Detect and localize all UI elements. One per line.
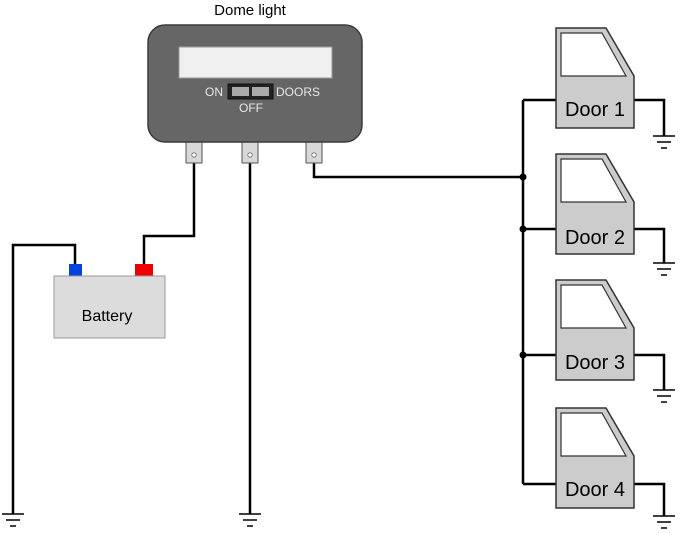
ground-symbol-door-1 [653,135,675,149]
door-3: Door 3 [555,279,635,381]
junction-dot [519,351,527,359]
door-4: Door 4 [555,407,635,509]
wire-door-2-ground [634,227,666,263]
junction-dot [519,173,527,181]
wires [11,98,666,516]
wire-door-1-ground [634,98,666,136]
dome-light-title: Dome light [214,2,287,19]
door-label: Door 1 [565,99,625,121]
dome-terminal-center [241,140,259,164]
wire-battery-positive [142,162,196,265]
battery-label: Battery [82,308,133,325]
switch-knob-left[interactable] [232,87,249,96]
battery-body [53,275,166,339]
door-label: Door 4 [565,479,625,501]
switch-doors-label: DOORS [276,85,320,99]
terminal-hole [191,152,197,158]
dome-light-lens [178,46,333,79]
wire-door-4-ground [634,482,666,516]
door-window [560,158,628,203]
junction-dot [519,225,527,233]
dome-terminal-right [305,140,323,164]
door-label: Door 3 [565,352,625,374]
battery-negative-terminal [69,264,82,276]
ground-symbol-dome [239,513,261,527]
door-label: Door 2 [565,227,625,249]
switch-on-label: ON [205,85,223,99]
wire-dome-doors [312,162,523,179]
door-window [560,412,628,457]
terminal-hole [311,152,317,158]
dome-light: Dome light ON DOORS OFF [147,2,363,164]
ground-symbol-door-3 [653,389,675,403]
ground-symbol-battery [2,513,24,527]
switch-knob-right[interactable] [252,87,269,96]
door-window [560,32,628,77]
door-window [560,284,628,329]
terminal-hole [247,152,253,158]
wire-battery-negative [11,243,77,514]
ground-symbol-door-4 [653,515,675,529]
ground-symbol-door-2 [653,262,675,276]
battery-positive-terminal [135,264,153,276]
switch-off-label: OFF [239,101,263,115]
wire-door-3-ground [634,353,666,390]
battery: Battery [53,264,166,339]
dome-terminal-left [185,140,203,164]
door-2: Door 2 [555,153,635,255]
door-1: Door 1 [555,27,635,129]
